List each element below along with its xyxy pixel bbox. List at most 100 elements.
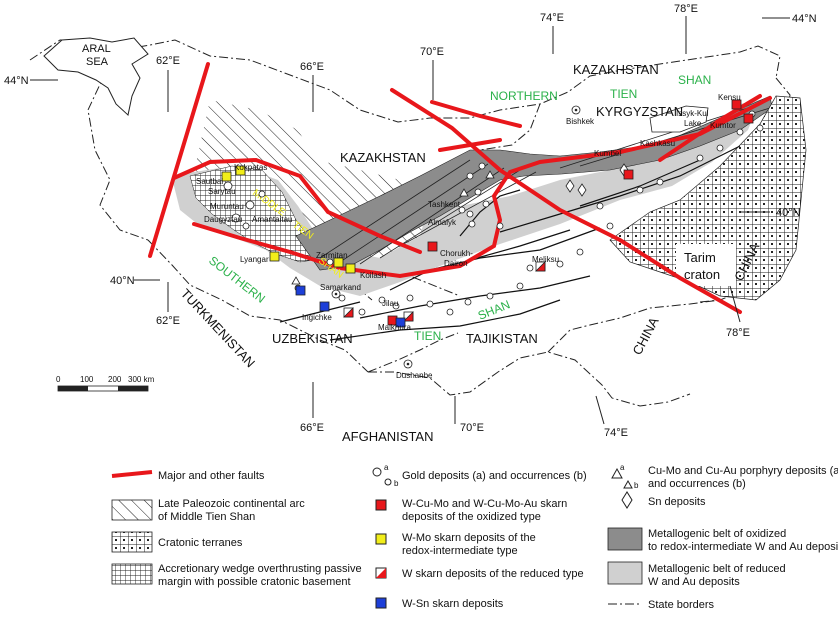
place-ingichke: Ingichke bbox=[302, 313, 332, 322]
tarim-label-1: Tarim bbox=[684, 250, 716, 265]
place-sarytau: Sarytau bbox=[208, 187, 236, 196]
legend-arc-2: of Middle Tien Shan bbox=[158, 511, 255, 523]
scale-bar: 0 100 200 300 km bbox=[56, 375, 155, 392]
legend-belt-red-swatch bbox=[607, 561, 643, 585]
label-tien-north: TIEN bbox=[610, 87, 637, 101]
place-lyangar: Lyangar bbox=[240, 255, 269, 264]
lon-74-top: 74°E bbox=[540, 12, 564, 24]
place-kashkasu: Kashkasu bbox=[640, 139, 675, 148]
label-uzbekistan: UZBEKISTAN bbox=[272, 331, 353, 346]
place-zarmitan: Zarmitan bbox=[316, 251, 348, 260]
lat-44-e: 44°N bbox=[792, 13, 817, 25]
lon-66-bottom: 66°E bbox=[300, 422, 324, 434]
legend-wcumo-swatch bbox=[375, 499, 387, 511]
place-labels: Kokpatas Sautbai Sarytau Muruntau Daugyz… bbox=[196, 93, 741, 380]
legend: Major and other faults Late Paleozoic co… bbox=[111, 463, 838, 611]
legend-faults: Major and other faults bbox=[158, 470, 265, 482]
lat-40-e: 40°N bbox=[776, 207, 801, 219]
place-amantaitau: Amantaitau bbox=[252, 215, 292, 224]
label-kazakhstan-north: KAZAKHSTAN bbox=[573, 62, 659, 77]
legend-craton-swatch bbox=[111, 531, 153, 553]
lon-70-bottom: 70°E bbox=[460, 422, 484, 434]
city-centers bbox=[334, 108, 578, 366]
legend-arc-swatch bbox=[111, 499, 153, 521]
lat-44-w: 44°N bbox=[4, 75, 29, 87]
lon-66-top: 66°E bbox=[300, 61, 324, 73]
legend-cratonic: Cratonic terranes bbox=[158, 537, 243, 549]
legend-porphyry-a: a bbox=[620, 463, 625, 472]
legend-wedge-1: Accretionary wedge overthrusting passive bbox=[158, 563, 362, 575]
oxidized-squares bbox=[387, 99, 754, 326]
lon-74-bottom: 74°E bbox=[604, 427, 628, 439]
lon-70-top: 70°E bbox=[420, 46, 444, 58]
aral-label-2: SEA bbox=[86, 56, 109, 68]
legend-porphyry-2: and occurrences (b) bbox=[648, 478, 746, 490]
label-shan-north: SHAN bbox=[678, 73, 711, 87]
legend-gold-b-icon bbox=[384, 478, 392, 486]
legend-fault-swatch bbox=[111, 470, 153, 478]
place-daugyztau: Daugyztau bbox=[204, 215, 242, 224]
place-bishkek: Bishkek bbox=[566, 117, 595, 126]
graticule-ticks bbox=[30, 16, 790, 425]
label-tien-south: TIEN bbox=[414, 329, 441, 343]
wsn-squares bbox=[295, 285, 406, 328]
legend-wedge-swatch bbox=[111, 563, 153, 585]
label-afghanistan: AFGHANISTAN bbox=[342, 429, 434, 444]
legend-wedge-2: margin with possible cratonic basement bbox=[158, 576, 351, 588]
minor-faults bbox=[279, 145, 741, 341]
label-china-1: CHINA bbox=[629, 314, 661, 357]
legend-wreduced-fill bbox=[376, 568, 386, 578]
scale-100: 100 bbox=[80, 375, 94, 384]
legend-sn-icon bbox=[621, 491, 633, 509]
legend-gold: Gold deposits (a) and occurrences (b) bbox=[402, 470, 587, 482]
label-kazakhstan-center: KAZAKHSTAN bbox=[340, 150, 426, 165]
place-dushanbe: Dushanbe bbox=[396, 371, 433, 380]
place-tashkent: Tashkent bbox=[428, 200, 461, 209]
place-samarkand: Samarkand bbox=[320, 283, 361, 292]
legend-belt-ox-2: to redox-intermediate W and Au deposits bbox=[648, 541, 838, 553]
legend-wmo-1: W-Mo skarn deposits of the bbox=[402, 532, 536, 544]
legend-wreduced: W skarn deposits of the reduced type bbox=[402, 568, 584, 580]
label-northern: NORTHERN bbox=[490, 89, 558, 103]
legend-belt-ox-1: Metallogenic belt of oxidized bbox=[648, 528, 786, 540]
major-faults bbox=[148, 62, 772, 314]
label-tajikistan: TAJIKISTAN bbox=[466, 331, 538, 346]
lon-78-bottom: 78°E bbox=[726, 327, 750, 339]
label-kyrgyzstan: KYRGYZSTAN bbox=[596, 104, 683, 119]
tarim-label-bg bbox=[676, 244, 736, 286]
issyk-label-1: Issyk-Kul bbox=[676, 109, 709, 118]
legend-sn: Sn deposits bbox=[648, 496, 706, 508]
legend-belt-ox-swatch bbox=[607, 527, 643, 551]
legend-arc-1: Late Paleozoic continental arc bbox=[158, 498, 305, 510]
legend-porphyry-1: Cu-Mo and Cu-Au porphyry deposits (a) bbox=[648, 465, 838, 477]
place-muruntau: Muruntau bbox=[210, 202, 244, 211]
legend-porphyry-b: b bbox=[634, 481, 639, 490]
issyk-kul-lake bbox=[649, 105, 709, 133]
legend-gold-a: a bbox=[384, 463, 389, 472]
place-almalyk: Almalyk bbox=[428, 218, 457, 227]
intermediate-squares bbox=[221, 165, 356, 274]
place-meliksu: Meliksu bbox=[532, 255, 559, 264]
place-jilau: Jilau bbox=[382, 299, 398, 308]
issyk-label-2: Lake bbox=[684, 119, 702, 128]
legend-wcumo-1: W-Cu-Mo and W-Cu-Mo-Au skarn bbox=[402, 498, 567, 510]
reduced-squares bbox=[343, 261, 546, 322]
gold-circles bbox=[223, 110, 764, 316]
place-maikhura: Maikhura bbox=[378, 323, 411, 332]
lon-62-top: 62°E bbox=[156, 55, 180, 67]
place-chorukh-1: Chorukh- bbox=[440, 249, 473, 258]
aral-label-1: ARAL bbox=[82, 43, 111, 55]
place-kensu: Kensu bbox=[718, 93, 741, 102]
lat-40-w: 40°N bbox=[110, 275, 135, 287]
legend-wsn: W-Sn skarn deposits bbox=[402, 598, 504, 610]
belt-lineaments bbox=[319, 103, 771, 265]
porphyry-triangles bbox=[291, 170, 495, 285]
legend-belt-red-2: W and Au deposits bbox=[648, 576, 740, 588]
place-kumtor: Kumtor bbox=[710, 121, 736, 130]
lon-62-bottom: 62°E bbox=[156, 315, 180, 327]
place-kokpatas: Kokpatas bbox=[234, 163, 267, 172]
place-kumbel: Kumbel bbox=[594, 149, 621, 158]
legend-wmo-2: redox-intermediate type bbox=[402, 545, 518, 557]
legend-belt-red-1: Metallogenic belt of reduced bbox=[648, 563, 786, 575]
